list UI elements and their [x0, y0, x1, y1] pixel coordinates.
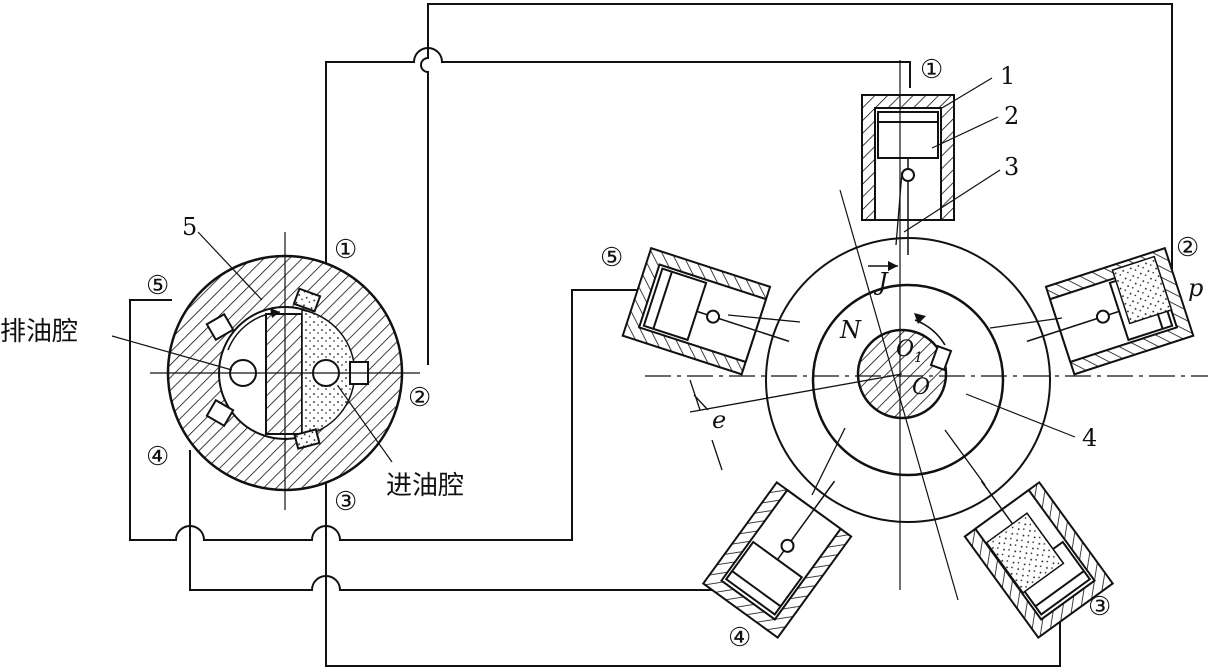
motor-port-3: ③ — [1088, 592, 1111, 622]
part-number-4: 4 — [1082, 424, 1097, 452]
eccentricity-dimension — [689, 373, 903, 471]
distributor-number-label: 5 — [182, 213, 197, 241]
distributor-port-4: ④ — [146, 442, 169, 472]
distributor-port-1: ① — [334, 235, 357, 265]
distributor-port-5: ⑤ — [146, 271, 169, 301]
exhaust-chamber-label: 排油腔 — [0, 317, 78, 347]
distributor-valve — [111, 231, 420, 510]
distributor-port-2: ② — [408, 383, 431, 413]
part-number-1: 1 — [1000, 62, 1015, 90]
labels: 5 排油腔 进油腔 ① ② ③ ④ ⑤ ① ② ③ ④ ⑤ 1 2 3 4 e … — [0, 55, 1203, 653]
motor-port-5: ⑤ — [600, 243, 623, 273]
radial-piston-motor — [621, 60, 1208, 639]
motor-port-4: ④ — [728, 623, 751, 653]
part-number-2: 2 — [1004, 102, 1019, 130]
intake-chamber-label: 进油腔 — [386, 471, 464, 501]
distributor-port-3: ③ — [334, 487, 357, 517]
center-o1-label: O1 — [896, 337, 923, 366]
eccentricity-e-label: e — [712, 406, 726, 434]
force-n-label: N — [839, 316, 862, 344]
oil-lines — [129, 3, 1173, 667]
center-o-label: O — [912, 375, 930, 400]
motor-port-1: ① — [920, 55, 943, 85]
motor-port-2: ② — [1176, 233, 1199, 263]
pressure-p-label: p — [1188, 274, 1203, 302]
part-number-3: 3 — [1004, 153, 1019, 181]
